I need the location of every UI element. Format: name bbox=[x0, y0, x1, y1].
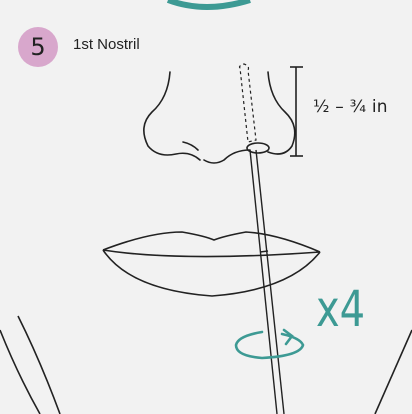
step-number-badge: 5 bbox=[18, 27, 58, 67]
jaw bbox=[17, 315, 61, 414]
step-title: 1st Nostril bbox=[73, 36, 140, 53]
header-arc bbox=[166, 0, 251, 10]
lips bbox=[102, 231, 321, 297]
measure-bracket-icon bbox=[290, 66, 303, 157]
face-outline bbox=[0, 329, 412, 414]
nose bbox=[143, 71, 296, 164]
swab-icon bbox=[249, 149, 285, 414]
insertion-depth-label: ½ – ¾ in bbox=[313, 97, 388, 117]
swab-inside-nose bbox=[238, 63, 257, 143]
rotate-arrow-icon bbox=[234, 328, 305, 360]
nostril-ellipse bbox=[246, 142, 270, 154]
rotation-count-label: x4 bbox=[316, 280, 366, 338]
